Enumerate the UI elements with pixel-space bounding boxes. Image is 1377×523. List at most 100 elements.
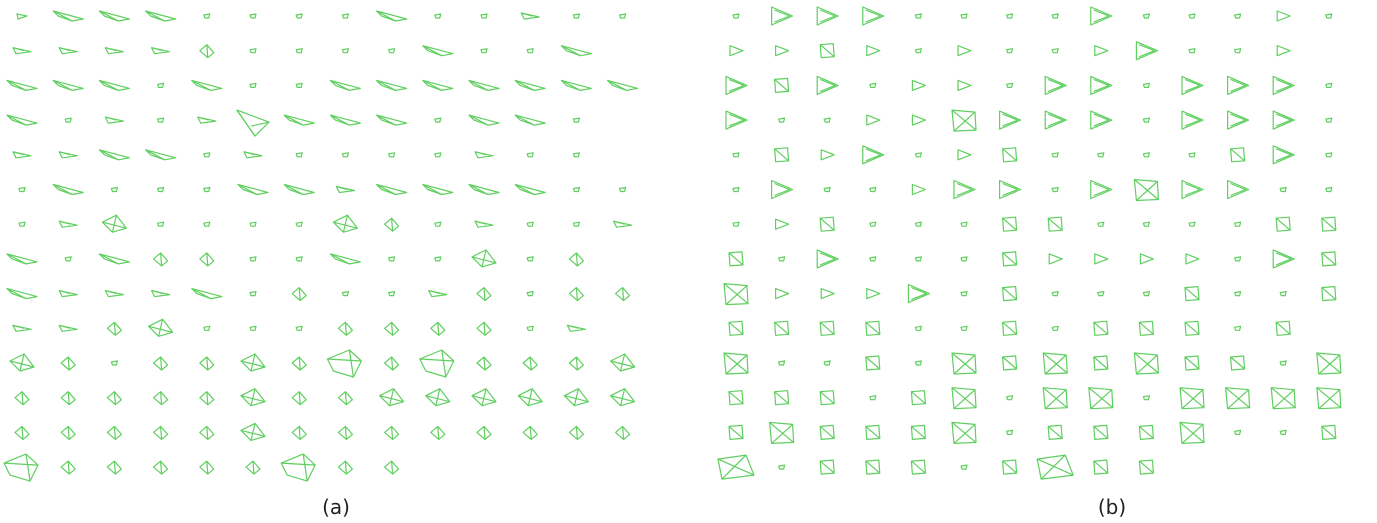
glyph-b-12-0 xyxy=(729,425,743,439)
glyph-a-3-2 xyxy=(105,117,123,123)
glyph-a-3-11 xyxy=(515,115,545,125)
glyph-b-3-4 xyxy=(912,115,925,125)
glyph-b-2-12 xyxy=(1273,76,1294,94)
glyph-b-9-8 xyxy=(1094,321,1108,335)
glyph-b-0-0 xyxy=(733,14,739,18)
glyph-b-5-12 xyxy=(1280,188,1286,192)
glyph-a-2-0 xyxy=(7,80,37,90)
glyph-b-9-1 xyxy=(775,321,789,335)
glyph-b-5-1 xyxy=(772,181,793,199)
glyph-b-0-6 xyxy=(1007,14,1013,18)
glyph-b-2-13 xyxy=(1326,83,1332,87)
glyph-b-3-3 xyxy=(867,115,880,125)
glyph-a-8-12 xyxy=(569,288,583,301)
glyph-a-10-0 xyxy=(10,354,34,371)
glyph-a-0-6 xyxy=(296,14,302,18)
glyph-a-7-6 xyxy=(296,257,302,261)
glyph-a-8-11 xyxy=(527,292,533,296)
glyph-a-1-4 xyxy=(200,45,214,58)
glyph-a-6-6 xyxy=(296,222,302,226)
glyph-b-10-7 xyxy=(1043,353,1067,374)
glyph-a-11-10 xyxy=(472,389,496,406)
glyph-a-5-13 xyxy=(620,188,626,192)
glyph-b-10-5 xyxy=(952,353,976,374)
glyph-b-1-9 xyxy=(1136,42,1157,60)
glyph-b-11-5 xyxy=(952,388,976,409)
glyph-a-4-11 xyxy=(527,153,533,157)
glyph-a-5-2 xyxy=(111,188,117,192)
glyph-a-5-12 xyxy=(573,188,579,192)
glyph-a-5-3 xyxy=(158,188,164,192)
glyph-b-13-2 xyxy=(820,460,834,474)
glyph-a-9-8 xyxy=(385,322,399,335)
glyph-b-8-8 xyxy=(1098,292,1104,296)
glyph-a-9-2 xyxy=(107,322,121,335)
glyph-b-9-7 xyxy=(1052,326,1058,330)
glyph-b-7-3 xyxy=(870,257,876,261)
glyph-b-2-6 xyxy=(1007,83,1013,87)
glyph-b-2-2 xyxy=(817,76,838,94)
glyph-a-11-8 xyxy=(380,389,404,406)
glyph-b-9-4 xyxy=(915,326,921,330)
glyph-b-0-7 xyxy=(1052,14,1058,18)
glyph-b-3-5 xyxy=(952,110,976,131)
glyph-a-9-5 xyxy=(250,326,256,330)
glyph-b-0-3 xyxy=(863,7,884,25)
glyph-a-13-8 xyxy=(385,461,399,474)
glyph-a-8-1 xyxy=(59,291,77,297)
glyph-b-1-5 xyxy=(958,46,971,56)
glyph-b-11-1 xyxy=(775,391,789,405)
glyph-a-3-7 xyxy=(330,115,360,125)
glyph-b-3-12 xyxy=(1273,111,1294,129)
glyph-a-0-1 xyxy=(53,11,83,21)
glyph-a-7-2 xyxy=(99,254,129,264)
glyph-a-1-5 xyxy=(250,49,256,53)
glyph-a-7-5 xyxy=(250,257,256,261)
glyph-a-4-8 xyxy=(389,153,395,157)
glyph-a-8-7 xyxy=(342,292,348,296)
glyph-b-5-6 xyxy=(1000,181,1021,199)
glyph-a-6-5 xyxy=(250,222,256,226)
glyph-b-2-11 xyxy=(1228,76,1249,94)
glyph-a-4-2 xyxy=(99,150,129,160)
glyph-a-7-9 xyxy=(435,257,441,261)
glyph-b-2-1 xyxy=(775,78,789,92)
glyph-a-8-2 xyxy=(105,291,123,297)
glyph-b-3-7 xyxy=(1045,111,1066,129)
glyph-b-1-6 xyxy=(1007,49,1013,53)
glyph-b-9-6 xyxy=(1003,321,1017,335)
glyph-a-6-4 xyxy=(204,222,210,226)
glyph-a-0-10 xyxy=(481,14,487,18)
glyph-a-12-13 xyxy=(616,426,630,439)
glyph-b-5-4 xyxy=(912,185,925,195)
glyph-a-13-7 xyxy=(338,461,352,474)
glyph-b-0-8 xyxy=(1091,7,1112,25)
glyph-a-1-9 xyxy=(423,46,453,56)
glyph-b-6-12 xyxy=(1276,217,1290,231)
glyph-b-10-4 xyxy=(915,361,921,365)
glyph-a-11-13 xyxy=(611,389,635,406)
glyph-b-10-6 xyxy=(1003,356,1017,370)
glyph-b-6-2 xyxy=(820,217,834,231)
glyph-a-12-5 xyxy=(241,423,265,440)
glyph-b-12-8 xyxy=(1094,425,1108,439)
glyph-a-12-6 xyxy=(292,426,306,439)
glyph-b-11-4 xyxy=(911,391,925,405)
glyph-b-1-0 xyxy=(730,46,743,56)
glyph-b-7-12 xyxy=(1273,250,1294,268)
glyph-a-7-7 xyxy=(330,254,360,264)
glyph-b-8-1 xyxy=(776,289,789,299)
glyph-a-11-11 xyxy=(518,389,542,406)
glyph-b-12-13 xyxy=(1322,425,1336,439)
glyph-b-8-4 xyxy=(908,285,929,303)
glyph-a-0-9 xyxy=(435,14,441,18)
glyph-a-8-9 xyxy=(429,291,447,297)
glyph-a-2-12 xyxy=(561,80,591,90)
glyph-b-7-4 xyxy=(915,257,921,261)
glyph-a-4-6 xyxy=(296,153,302,157)
glyph-a-8-4 xyxy=(192,289,222,299)
glyph-b-13-4 xyxy=(911,460,925,474)
glyph-b-11-10 xyxy=(1180,388,1204,409)
glyph-a-3-8 xyxy=(377,115,407,125)
glyph-b-2-8 xyxy=(1091,76,1112,94)
